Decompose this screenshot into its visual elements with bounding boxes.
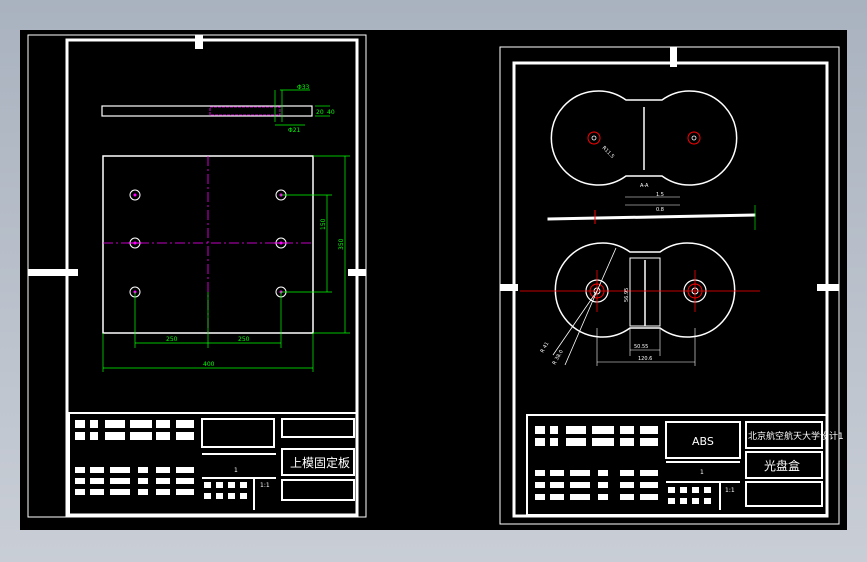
- left-dim-hole-spacing-left: 250: [166, 336, 178, 343]
- right-dim-section-label: A-A: [640, 183, 649, 189]
- right-dim-width-total: 120.6: [638, 356, 652, 362]
- left-title-block: [68, 412, 358, 516]
- right-scale: 1:1: [725, 487, 735, 494]
- right-dim-thickness-a: 1.5: [656, 192, 664, 198]
- left-dimensions: [102, 155, 350, 372]
- right-dim-radius-a: R11.5: [601, 145, 616, 160]
- left-holes: [128, 189, 288, 298]
- left-dim-width-total: 400: [203, 361, 215, 368]
- left-section-view: [101, 89, 330, 126]
- left-dim-top-a: Φ33: [297, 84, 310, 91]
- right-material: ABS: [692, 435, 714, 448]
- left-sheet-number: 1: [234, 467, 238, 474]
- right-title-block: [526, 414, 828, 516]
- left-dim-top-b: Φ21: [288, 127, 301, 134]
- right-section-strip: [547, 196, 756, 230]
- left-dim-hole-spacing-right: 250: [238, 336, 250, 343]
- right-top-view: [550, 90, 738, 186]
- right-dim-radius-b: R 38.0: [552, 349, 565, 366]
- right-sheet: [499, 46, 840, 525]
- left-dim-thickness-a: 20: [316, 109, 324, 116]
- left-sheet: [27, 34, 367, 518]
- left-dim-height-inner: 150: [320, 218, 327, 230]
- left-scale: 1:1: [260, 482, 270, 489]
- right-dim-thickness-b: 0.8: [656, 207, 664, 213]
- right-dimensions: [596, 262, 696, 366]
- right-dim-height: 56.95: [624, 288, 630, 302]
- left-outer-border: [27, 34, 367, 518]
- cad-drawing-canvas[interactable]: 250 250 400 150 350 20 40 Φ33 Φ21: [20, 30, 847, 530]
- right-dim-inner-width: 50.55: [634, 344, 648, 350]
- right-part-name: 光盘盒: [764, 458, 800, 473]
- right-sheet-number: 1: [700, 469, 704, 476]
- left-part-name: 上模固定板: [290, 455, 350, 470]
- left-dim-thickness-b: 40: [327, 109, 335, 116]
- right-school: 北京航空航天大学设计1: [748, 430, 844, 442]
- left-dim-height-total: 350: [338, 238, 345, 250]
- right-dim-radius-c: R 41: [540, 341, 551, 354]
